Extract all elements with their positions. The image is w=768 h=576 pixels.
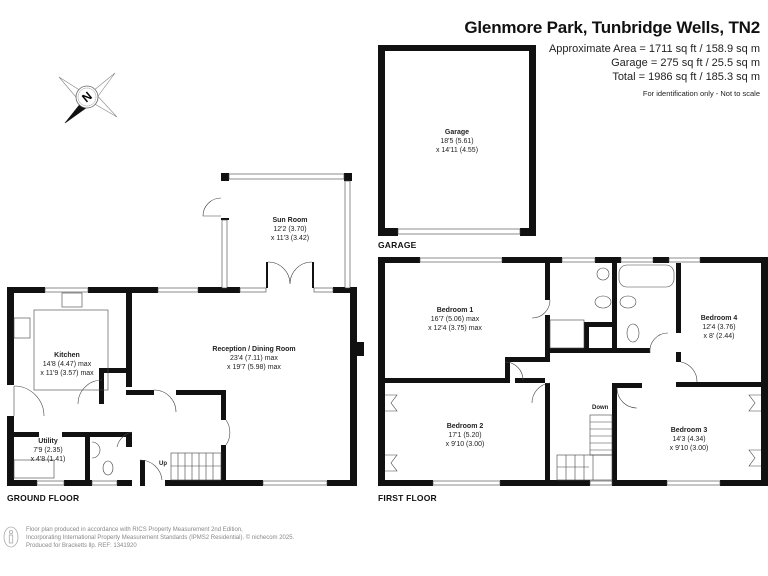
approx-area: Approximate Area = 1711 sq ft / 158.9 sq…: [548, 43, 760, 55]
room-sun-room: Sun Room 12'2 (3.70) x 11'3 (3.42): [270, 217, 310, 242]
room-bedroom-4: Bedroom 4 12'4 (3.76) x 8' (2.44): [700, 315, 738, 340]
room-bedroom-2: Bedroom 2 17'1 (5.20) x 9'10 (3.00): [445, 423, 485, 448]
first-floor-label: FIRST FLOOR: [378, 493, 437, 503]
room-garage: Garage 18'5 (5.61) x 14'11 (4.55): [435, 129, 479, 154]
ground-floor-label: GROUND FLOOR: [7, 493, 80, 503]
stairs-down-label: Down: [592, 405, 609, 411]
room-bedroom-1: Bedroom 1 16'7 (5.06) max x 12'4 (3.75) …: [428, 307, 482, 332]
footer-disclaimer: Floor plan produced in accordance with R…: [26, 527, 295, 549]
room-utility: Utility 7'9 (2.35) x 4'8 (1.41): [30, 438, 66, 463]
garage-floor-label: GARAGE: [378, 240, 417, 250]
room-reception-dining: Reception / Dining Room 23'4 (7.11) max …: [212, 346, 296, 371]
rics-person-icon: [3, 526, 19, 548]
total-area: Total = 1986 sq ft / 185.3 sq m: [612, 71, 760, 83]
property-title: Glenmore Park, Tunbridge Wells, TN2: [464, 18, 760, 37]
garage-area: Garage = 275 sq ft / 25.5 sq m: [611, 57, 760, 69]
stairs-up-label: Up: [159, 461, 167, 467]
room-kitchen: Kitchen 14'8 (4.47) max x 11'9 (3.57) ma…: [40, 352, 94, 377]
north-compass-icon: N: [58, 72, 118, 124]
scale-note: For identification only - Not to scale: [642, 89, 760, 98]
room-bedroom-3: Bedroom 3 14'3 (4.34) x 9'10 (3.00): [669, 427, 709, 452]
area-summary: Approximate Area = 1711 sq ft / 158.9 sq…: [549, 42, 760, 101]
